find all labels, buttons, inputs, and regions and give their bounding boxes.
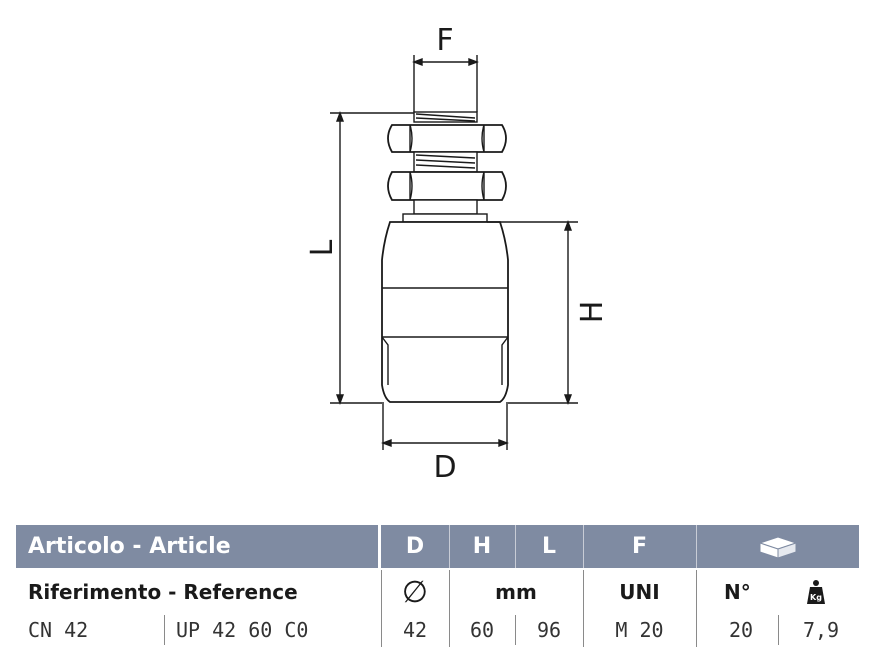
- units-n: N°: [724, 580, 751, 604]
- units-uni: UNI: [619, 580, 660, 604]
- header-f: F: [583, 525, 696, 568]
- cell-d: 42: [402, 618, 428, 642]
- cell-kg: 7,9: [802, 618, 840, 642]
- cell-reference: UP 42 60 C0: [176, 618, 309, 642]
- units-reference: Riferimento - Reference: [28, 580, 298, 604]
- header-d: D: [381, 525, 449, 568]
- cell-f: M 20: [615, 618, 664, 642]
- header-article: Articolo - Article: [16, 525, 378, 568]
- header-f-label: F: [631, 534, 648, 559]
- technical-drawing: F L H D: [305, 23, 610, 485]
- cell-n: 20: [728, 618, 754, 642]
- header-l-label: L: [541, 534, 557, 559]
- dim-label-l: L: [305, 239, 340, 256]
- cell-l: 96: [536, 618, 562, 642]
- weight-kg-icon: Kg: [786, 574, 846, 610]
- header-d-label: D: [405, 534, 425, 559]
- header-l: L: [515, 525, 583, 568]
- box-icon: [757, 535, 798, 559]
- header-h-label: H: [472, 534, 492, 559]
- dim-label-h: H: [575, 301, 610, 324]
- units-mm: mm: [495, 580, 537, 604]
- cell-h: 60: [469, 618, 495, 642]
- header-h: H: [449, 525, 515, 568]
- cell-code: CN 42: [28, 618, 89, 642]
- dim-label-d: D: [433, 450, 456, 485]
- header-package: [696, 525, 859, 568]
- diameter-symbol: ∅: [401, 574, 429, 610]
- dim-label-f: F: [436, 23, 453, 58]
- weight-icon-text: Kg: [810, 593, 822, 602]
